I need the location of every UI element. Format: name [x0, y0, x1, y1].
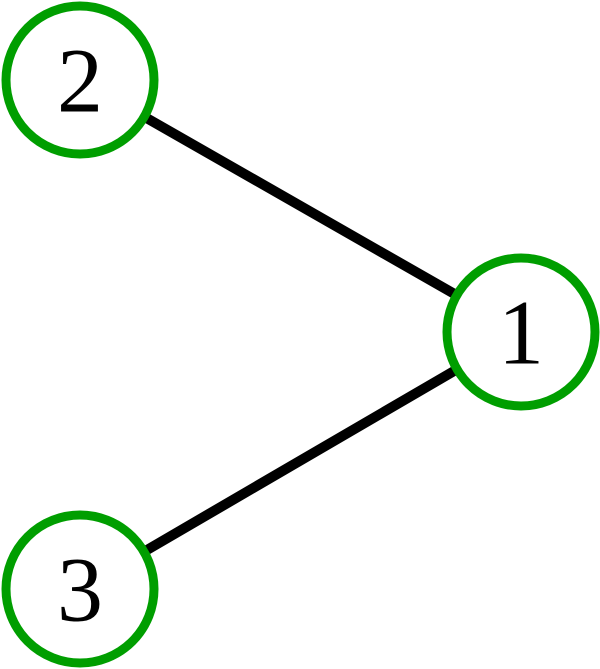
graph-edge-3-1	[75, 327, 526, 594]
node-circle-3	[1, 510, 159, 668]
graph-node-2: 2	[1, 1, 159, 159]
node-circle-1	[442, 253, 600, 411]
graph-edge-2-1	[75, 75, 526, 337]
graph-node-3: 3	[1, 510, 159, 668]
graph-node-1: 1	[442, 253, 600, 411]
node-label-3: 3	[57, 538, 103, 640]
node-label-2: 2	[57, 29, 103, 131]
node-label-1: 1	[498, 281, 544, 383]
node-circle-2	[1, 1, 159, 159]
